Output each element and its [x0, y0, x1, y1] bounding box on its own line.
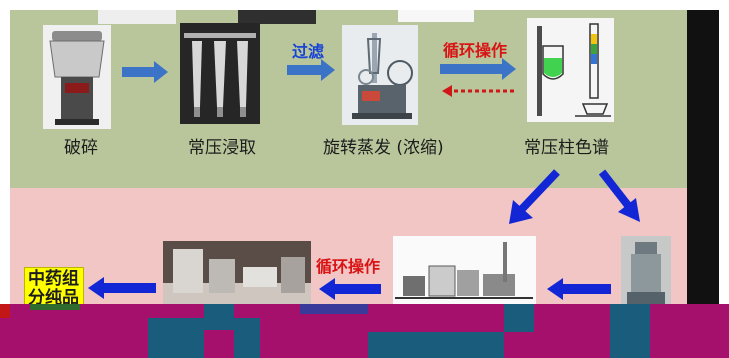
final-product-label: 中药组 分纯品 — [28, 270, 79, 308]
glitch-block-2 — [204, 304, 234, 330]
glitch-green-bit — [30, 304, 80, 310]
step-label-extract: 常压浸取 — [188, 138, 256, 158]
arrow-crystal-to-prep — [547, 278, 611, 300]
cycle-label-top: 循环操作 — [443, 41, 508, 60]
glitch-block-1 — [148, 318, 204, 358]
arrow-extract-to-evap — [287, 59, 335, 81]
hplc-lab-image — [163, 241, 311, 307]
top-strip-white-2 — [398, 10, 474, 22]
step-label-evap: 旋转蒸发 (浓缩) — [323, 138, 444, 158]
right-edge-black-bar — [687, 10, 719, 304]
arrow-down-left — [509, 169, 560, 224]
glitch-red-block — [0, 304, 10, 318]
rotary-evaporator-image — [342, 25, 418, 125]
final-product-line1: 中药组 — [28, 269, 79, 289]
glitch-stripe — [300, 304, 368, 314]
right-white-margin — [719, 0, 729, 358]
glitch-block-3 — [234, 318, 260, 358]
top-strip-white-1 — [98, 10, 176, 24]
glitch-block-5 — [504, 304, 534, 332]
top-strip-dark — [238, 10, 316, 24]
final-product-line2: 分纯品 — [28, 288, 79, 308]
crystallizer-image — [621, 236, 671, 306]
arrow-prep-to-hplc — [319, 278, 381, 300]
glitch-block-6 — [610, 304, 650, 358]
extraction-columns-image — [180, 23, 260, 124]
cycle-label-bottom: 循环操作 — [316, 257, 381, 276]
step-label-crush: 破碎 — [64, 138, 98, 158]
filter-label: 过滤 — [292, 42, 325, 61]
final-product-box — [24, 267, 84, 309]
glitch-block-4 — [368, 332, 504, 358]
arrow-evap-to-column — [440, 58, 516, 80]
arrow-down-right — [598, 169, 640, 222]
bottom-glitch-band — [0, 304, 729, 358]
column-chromatography-image — [527, 18, 614, 122]
step-label-column: 常压柱色谱 — [524, 138, 609, 158]
crusher-image — [43, 25, 111, 129]
arrow-crush-to-extract — [122, 61, 168, 83]
arrow-hplc-to-product — [88, 277, 156, 299]
dashed-return-arrow — [442, 85, 516, 97]
prep-chromatography-image — [393, 236, 536, 306]
